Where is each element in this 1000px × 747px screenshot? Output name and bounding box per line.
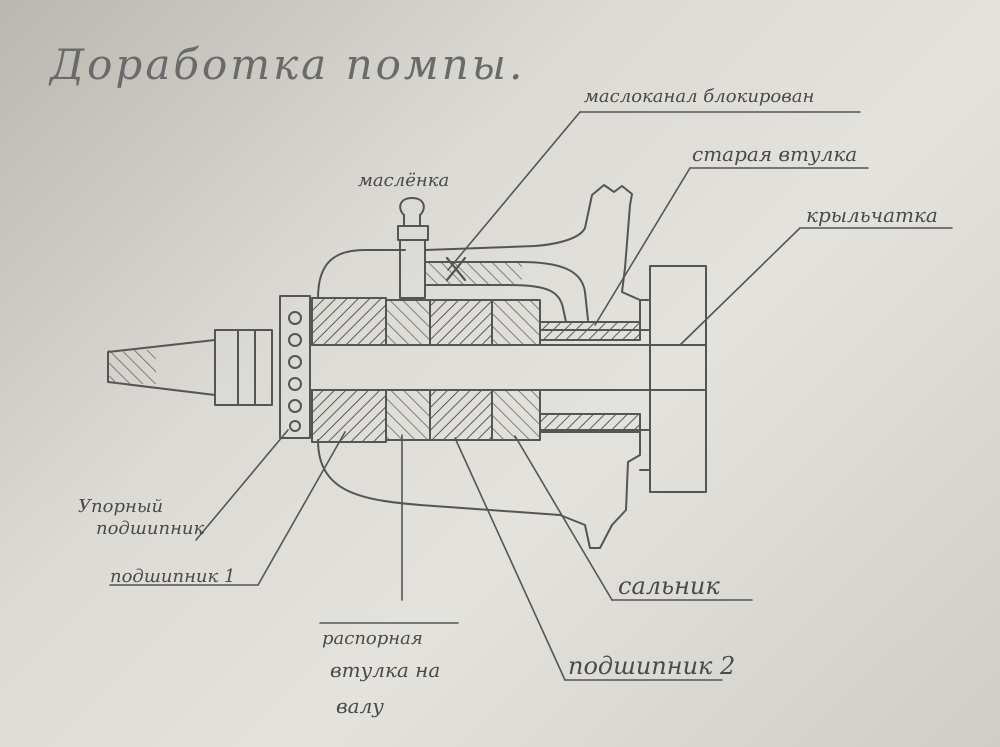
- label-impeller: крыльчатка: [806, 203, 938, 227]
- label-spacer-2: втулка на: [330, 658, 441, 682]
- pump-housing: [317, 184, 641, 549]
- threaded-shaft-end: [107, 329, 273, 406]
- label-oil-channel: маслоканал блокирован: [584, 86, 815, 107]
- label-oilcan: маслёнка: [358, 170, 450, 191]
- label-spacer-1: распорная: [322, 628, 423, 649]
- seal: [491, 299, 541, 441]
- page-title: Доработка помпы.: [50, 40, 526, 89]
- oil-channel: [424, 261, 589, 323]
- label-bearing-2: подшипник 2: [568, 652, 736, 680]
- thrust-bearing: [279, 295, 311, 439]
- spacer-bushing: [385, 299, 431, 441]
- label-old-bushing: старая втулка: [692, 142, 858, 166]
- label-spacer-3: валу: [336, 694, 384, 718]
- impeller: [639, 265, 707, 493]
- old-bushing: [539, 321, 641, 433]
- label-seal: сальник: [618, 572, 720, 600]
- label-bearing-1: подшипник 1: [110, 566, 236, 587]
- label-thrust-bearing-1: Упорный: [78, 496, 164, 517]
- oilcan-fitting: [397, 197, 429, 299]
- bearing-2: [429, 299, 493, 441]
- label-thrust-bearing-2: подшипник: [96, 518, 205, 539]
- leader-lines: [109, 111, 953, 681]
- bearing-1: [311, 297, 387, 443]
